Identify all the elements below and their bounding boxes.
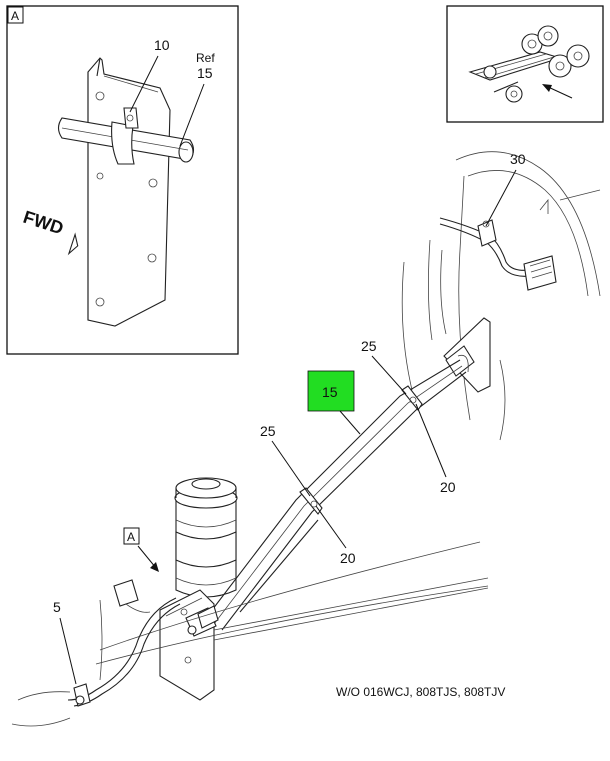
main-assembly-view: A 30 15 25 20 25 20 5 W/O 016WCJ, 808TJS… bbox=[11, 151, 601, 727]
lower-mount-bracket-drawing bbox=[159, 589, 219, 701]
callout-25-lower: 25 bbox=[260, 423, 276, 439]
detail-a-tag: A bbox=[11, 9, 19, 23]
callout-15-highlighted: 15 bbox=[322, 384, 338, 400]
air-cylinder-drawing bbox=[174, 477, 238, 598]
vehicle-locator-panel bbox=[446, 5, 604, 123]
callout-ref-15: 15 bbox=[197, 65, 213, 81]
detail-a-reference-tag: A bbox=[127, 530, 135, 544]
bracket-plate-drawing bbox=[57, 57, 195, 327]
callout-25-upper: 25 bbox=[361, 338, 377, 354]
highlight-part-15-box bbox=[307, 370, 355, 412]
detail-a-tag-box bbox=[7, 6, 24, 24]
fwd-arrow-icon bbox=[67, 232, 79, 256]
footnote: W/O 016WCJ, 808TJS, 808TJV bbox=[336, 685, 505, 699]
detail-a-reference: A bbox=[123, 527, 159, 572]
chassis-thumbnail bbox=[468, 25, 590, 103]
frame-rail-drawing bbox=[95, 541, 489, 665]
lower-harness-drawing bbox=[11, 579, 181, 727]
upper-harness-drawing bbox=[439, 217, 557, 291]
callout-30: 30 bbox=[510, 151, 526, 167]
callout-ref: Ref bbox=[196, 51, 215, 65]
callout-20-upper: 20 bbox=[440, 479, 456, 495]
detail-a-reference-box bbox=[123, 527, 140, 545]
upper-mount-bracket-drawing bbox=[443, 317, 491, 393]
locator-arrow-icon bbox=[542, 84, 573, 99]
reference-arrow-icon bbox=[150, 562, 159, 572]
cab-structure-drawing bbox=[401, 151, 601, 441]
detail-a-panel: A FWD 10 Ref bbox=[6, 5, 239, 355]
callout-10: 10 bbox=[154, 37, 170, 53]
callout-5: 5 bbox=[53, 599, 61, 615]
callout-20-lower: 20 bbox=[340, 550, 356, 566]
